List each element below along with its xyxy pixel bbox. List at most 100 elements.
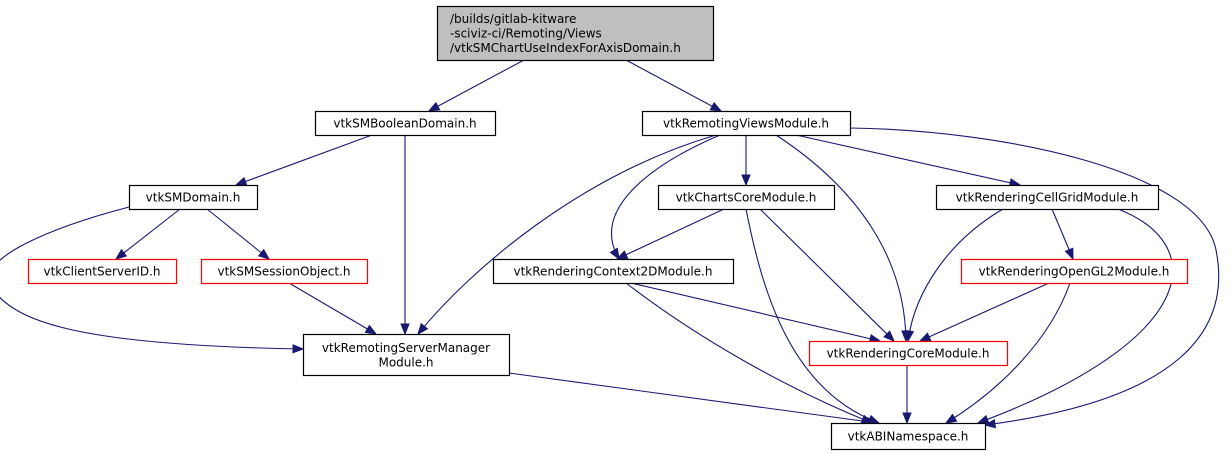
edge-sm_domain-to-sm_session_object <box>206 208 271 260</box>
node-rendering-cellgrid-module[interactable]: vtkRenderingCellGridModule.h <box>935 184 1160 211</box>
edge-rendering_cellgrid_module-to-abi_namespace <box>976 208 1174 424</box>
edge-remoting_views_module-to-rendering_core_module <box>775 134 911 343</box>
node-box <box>935 184 1160 211</box>
node-label-line: vtkClientServerID.h <box>43 265 160 279</box>
edge-line <box>795 134 1021 186</box>
edge-boolean_domain-to-remoting_servermanager_module <box>400 135 410 336</box>
node-box <box>436 5 715 62</box>
node-rendering-context2d-module[interactable]: vtkRenderingContext2DModule.h <box>492 258 735 285</box>
edge-line <box>775 134 907 342</box>
edge-rendering_context2d_module-to-rendering_core_module <box>630 282 882 344</box>
edge-line <box>0 206 304 350</box>
edge-line <box>206 208 270 260</box>
node-label-line: /vtkSMChartUseIndexForAxisDomain.h <box>450 41 681 55</box>
node-boolean-domain[interactable]: vtkSMBooleanDomain.h <box>314 110 497 137</box>
arrowhead <box>741 174 751 187</box>
edge-sm_domain-to-client_server_id <box>114 208 181 260</box>
node-label-line: vtkSMSessionObject.h <box>217 265 350 279</box>
node-label-line: vtkRemotingServerManager <box>322 341 490 355</box>
edge-line <box>759 208 895 342</box>
arrowhead <box>983 418 997 429</box>
node-box <box>492 258 735 285</box>
arrowhead <box>615 250 629 260</box>
arrowhead <box>918 332 932 342</box>
edge-line <box>428 59 525 112</box>
node-label-line: vtkSMBooleanDomain.h <box>333 117 476 131</box>
edge-charts_core_module-to-abi_namespace <box>745 208 881 424</box>
arrowhead <box>234 176 248 186</box>
edge-charts_core_module-to-rendering_context2d_module <box>615 208 725 260</box>
node-label-line: vtkRenderingCoreModule.h <box>827 347 990 361</box>
node-label-line: /builds/gitlab-kitware <box>450 12 576 26</box>
nodes-layer: /builds/gitlab-kitware-sciviz-ci/Remotin… <box>27 5 1189 451</box>
edge-remoting_views_module-to-rendering_cellgrid_module <box>795 134 1022 188</box>
node-abi-namespace[interactable]: vtkABINamespace.h <box>830 422 987 451</box>
edge-root-to-remoting_views_module <box>625 59 723 112</box>
edges-layer <box>0 59 1220 429</box>
node-rendering-core-module[interactable]: vtkRenderingCoreModule.h <box>808 340 1009 367</box>
edge-rendering_opengl2_module-to-rendering_core_module <box>918 282 1050 342</box>
edge-line <box>115 208 181 260</box>
edge-sm_session_object-to-remoting_servermanager_module <box>288 282 378 335</box>
arrowhead <box>709 101 723 112</box>
arrowhead <box>427 101 441 112</box>
arrowhead <box>417 322 429 336</box>
edge-line <box>625 59 722 112</box>
node-box <box>27 258 178 285</box>
arrowhead <box>292 344 305 354</box>
node-remoting-views-module[interactable]: vtkRemotingViewsModule.h <box>641 110 852 137</box>
edge-remoting_servermanager_module-to-abi_namespace <box>508 372 879 427</box>
node-label-line: vtkSMDomain.h <box>146 191 241 205</box>
edge-line <box>288 282 377 335</box>
arrowhead <box>883 330 895 342</box>
edge-line <box>611 134 721 260</box>
node-client-server-id[interactable]: vtkClientServerID.h <box>27 258 178 285</box>
node-label-line: vtkRenderingContext2DModule.h <box>514 265 713 279</box>
arrowhead <box>904 329 915 343</box>
edge-line <box>625 282 873 424</box>
edge-remoting_views_module-to-charts_core_module <box>741 135 751 187</box>
edge-line <box>745 208 880 424</box>
node-box <box>657 184 836 211</box>
arrowhead <box>364 324 378 335</box>
edge-rendering_opengl2_module-to-abi_namespace <box>944 282 1071 424</box>
node-label-line: vtkRemotingViewsModule.h <box>663 117 829 131</box>
node-box <box>830 422 987 451</box>
node-box <box>641 110 852 137</box>
node-box <box>960 258 1189 285</box>
edge-line <box>417 134 717 335</box>
node-rendering-opengl2-module[interactable]: vtkRenderingOpenGL2Module.h <box>960 258 1189 285</box>
node-box <box>200 258 369 285</box>
edge-line <box>235 134 373 186</box>
edge-line <box>907 208 1004 342</box>
node-label-line: vtkChartsCoreModule.h <box>676 191 817 205</box>
edge-line <box>630 282 881 342</box>
arrowhead <box>902 412 912 425</box>
edge-line <box>849 127 1220 426</box>
edge-line <box>508 372 878 424</box>
node-box <box>808 340 1009 367</box>
arrowhead <box>609 247 620 261</box>
node-sm-session-object[interactable]: vtkSMSessionObject.h <box>200 258 369 285</box>
node-root[interactable]: /builds/gitlab-kitware-sciviz-ci/Remotin… <box>436 5 715 62</box>
edge-remoting_views_module-to-abi_namespace <box>849 127 1220 429</box>
edge-root-to-boolean_domain <box>427 59 525 112</box>
edge-sm_domain-to-remoting_servermanager_module <box>0 206 305 354</box>
edge-boolean_domain-to-sm_domain <box>234 134 373 186</box>
node-label-line: -sciviz-ci/Remoting/Views <box>450 27 602 41</box>
edge-rendering_cellgrid_module-to-rendering_opengl2_module <box>1051 208 1074 261</box>
node-box <box>302 333 511 377</box>
node-label-line: vtkRenderingCellGridModule.h <box>956 191 1139 205</box>
arrowhead <box>400 323 410 336</box>
edge-remoting_views_module-to-rendering_context2d_module <box>609 134 721 261</box>
arrowhead <box>257 248 271 260</box>
arrowhead <box>114 248 128 260</box>
arrowhead <box>1064 247 1074 261</box>
node-sm-domain[interactable]: vtkSMDomain.h <box>128 184 259 211</box>
node-charts-core-module[interactable]: vtkChartsCoreModule.h <box>657 184 836 211</box>
arrowhead <box>976 414 990 424</box>
node-label-line: vtkRenderingOpenGL2Module.h <box>979 265 1170 279</box>
edge-line <box>919 282 1050 342</box>
edge-charts_core_module-to-rendering_core_module <box>759 208 895 342</box>
